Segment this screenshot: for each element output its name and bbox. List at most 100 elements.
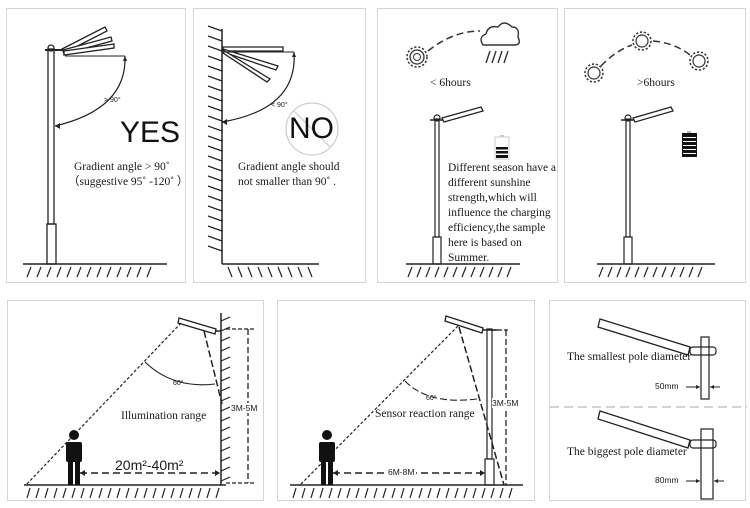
beam-angle-label: 60°	[426, 395, 437, 402]
ground-hatch	[44, 487, 49, 499]
panel-illumination-range: 60° Illumination range 3M-5M 20m²-40m²	[7, 300, 264, 501]
wall-hatch	[207, 65, 223, 72]
illumination-range-illustration	[24, 313, 254, 499]
ground-hatch	[35, 487, 40, 499]
ground-hatch	[463, 487, 468, 499]
wall-hatch	[207, 55, 223, 62]
ground-hatch	[364, 487, 369, 499]
panel-sensor-range: 60° Sensor reaction range 3M-5M 6M-8M	[277, 300, 535, 501]
sun-icon	[632, 31, 652, 51]
range-label: Sensor reaction range	[375, 408, 475, 420]
panel-low-sunshine: < 6hours Different season have a differe…	[377, 8, 558, 283]
panel-high-sunshine: >6hours	[564, 8, 746, 283]
biggest-diameter-label: The biggest pole diameter	[567, 446, 687, 458]
ground-hatch	[170, 487, 175, 499]
ground-hatch	[143, 487, 148, 499]
caption-line-1: Gradient angle should	[238, 161, 340, 173]
ground-hatch	[197, 487, 202, 499]
panel-angle-yes: > 90° YES Gradient angle > 90˚ （suggesti…	[6, 8, 189, 283]
ground-hatch	[346, 487, 351, 499]
wall-hatch	[207, 25, 223, 32]
ground-hatch	[481, 487, 486, 499]
sensor-range-illustration	[290, 315, 523, 499]
panel-pole-diameter: The smallest pole diameter 50mm The bigg…	[549, 300, 747, 501]
area-label: 20m²-40m²	[115, 457, 184, 473]
caption-line-1: Gradient angle > 90˚	[74, 161, 170, 173]
beam-angle-label: 60°	[173, 380, 184, 387]
battery-full-icon	[682, 131, 697, 157]
wall-hatch	[207, 125, 223, 132]
height-label: 3M-5M	[231, 403, 258, 413]
panel-angle-no: < 90° NO Gradient angle should not small…	[193, 8, 366, 283]
wall-hatch	[207, 205, 223, 212]
angle-label: < 90°	[271, 102, 288, 109]
ground-hatch	[436, 487, 441, 499]
ground-hatch	[62, 487, 67, 499]
low-sunshine-illustration	[406, 22, 521, 278]
wall-hatch	[207, 185, 223, 192]
person-icon	[66, 430, 82, 485]
sun-icon	[406, 46, 428, 68]
rain-cloud-icon	[480, 22, 521, 64]
ground-hatch	[179, 487, 184, 499]
ground-hatch	[26, 487, 31, 499]
ground-hatch	[301, 487, 306, 499]
battery-partial-icon	[494, 135, 510, 160]
wall-hatch	[207, 45, 223, 52]
ground-hatch	[337, 487, 342, 499]
ground-hatch	[80, 487, 85, 499]
wall-hatch	[207, 105, 223, 112]
wall-hatch	[207, 85, 223, 92]
wall-hatch	[207, 195, 223, 202]
wall-hatch	[207, 175, 223, 182]
smallest-diameter-value: 50mm	[655, 381, 679, 391]
ground-hatch	[98, 487, 103, 499]
wall-hatch	[207, 215, 223, 222]
ground-hatch	[188, 487, 193, 499]
wall-hatch	[207, 245, 223, 252]
ground-hatch	[382, 487, 387, 499]
ground-hatch	[310, 487, 315, 499]
season-note: Different season have a different sunshi…	[448, 162, 557, 264]
sun-icon	[689, 51, 709, 71]
biggest-diameter-value: 80mm	[655, 475, 679, 485]
wall-hatch	[207, 75, 223, 82]
ground-hatch	[71, 487, 76, 499]
ground-hatch	[53, 487, 58, 499]
ground-hatch	[134, 487, 139, 499]
yes-verdict: YES	[120, 116, 181, 149]
range-label: Illumination range	[121, 410, 207, 422]
ground-hatch	[400, 487, 405, 499]
ground-hatch	[125, 487, 130, 499]
wall-hatch	[207, 225, 223, 232]
ground-hatch	[445, 487, 450, 499]
smallest-diameter-label: The smallest pole diameter	[567, 351, 692, 363]
wall-hatch	[207, 115, 223, 122]
ground-hatch	[355, 487, 360, 499]
ground-hatch	[206, 487, 211, 499]
ground-hatch	[89, 487, 94, 499]
pole-with-tilted-panels-illustration	[23, 26, 167, 278]
ground-hatch	[152, 487, 157, 499]
sun-icon	[584, 63, 604, 83]
no-verdict: NO	[289, 112, 334, 145]
ground-hatch	[508, 487, 513, 499]
wall-hatch	[207, 165, 223, 172]
wall-hatch	[207, 35, 223, 42]
ground-hatch	[391, 487, 396, 499]
wall-hatch	[207, 155, 223, 162]
ground-hatch	[409, 487, 414, 499]
caption-line-2: （suggestive 95˚ -120˚ ）	[68, 176, 189, 188]
person-icon	[319, 430, 335, 485]
ground-hatch	[427, 487, 432, 499]
pole-diameter-illustration	[550, 318, 747, 500]
ground-hatch	[161, 487, 166, 499]
angle-label: > 90°	[104, 97, 121, 104]
ground-hatch	[116, 487, 121, 499]
wall-hatch	[207, 95, 223, 102]
ground-hatch	[454, 487, 459, 499]
ground-hatch	[499, 487, 504, 499]
distance-label: 6M-8M	[386, 467, 417, 477]
ground-hatch	[292, 487, 297, 499]
ground-hatch	[319, 487, 324, 499]
